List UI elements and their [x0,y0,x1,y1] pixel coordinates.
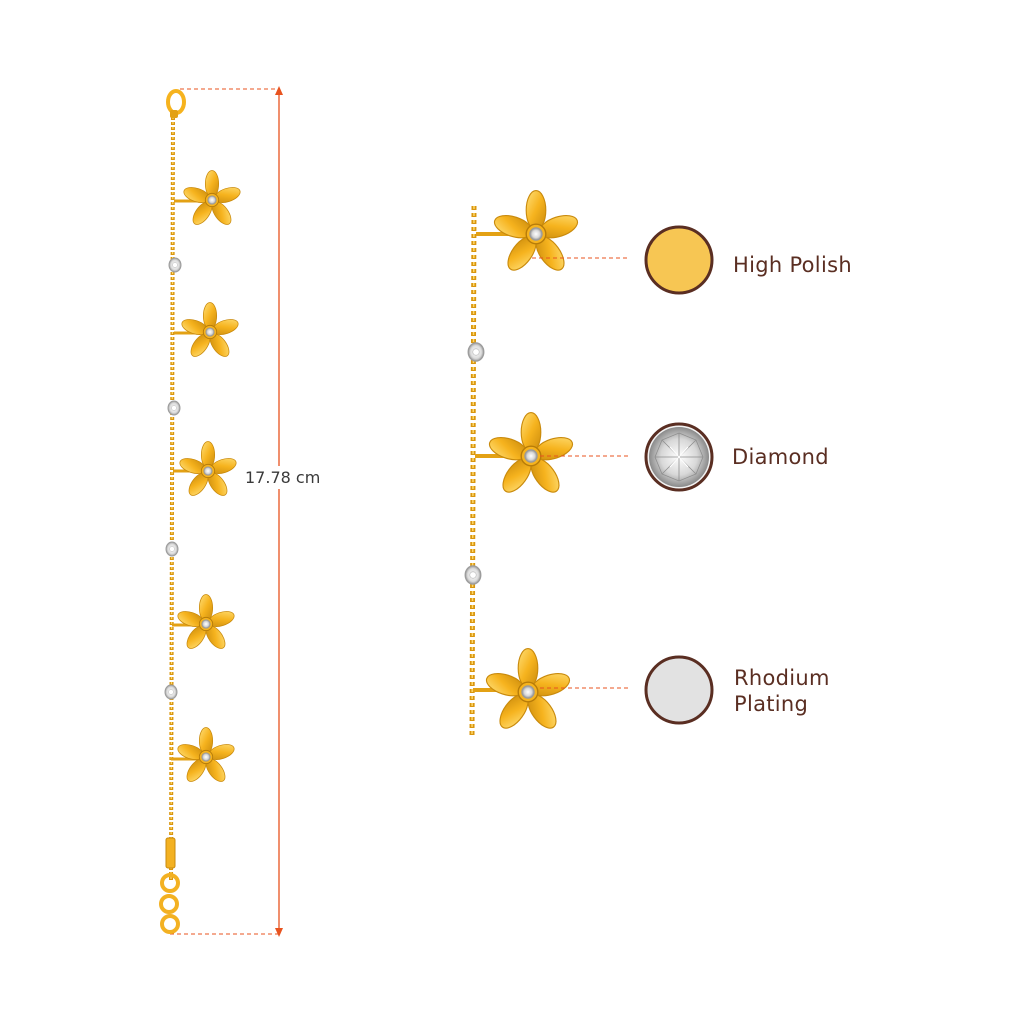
diamond-swatch-icon [644,422,714,492]
flower-charm [179,302,241,361]
gold-swatch-icon [644,225,714,295]
flower-charm [175,727,237,786]
flower-charm [181,170,243,229]
feature-label-rhodium: Rhodium Plating [734,666,830,716]
bezel-stone [167,400,181,416]
bezel-stone [164,684,178,700]
lobster-clasp [166,89,186,118]
measurement-guides [170,86,283,937]
full-bracelet [159,89,243,934]
end-tag [165,837,176,869]
bezel-stone [168,257,182,273]
feature-label-high-polish: High Polish [733,253,852,277]
bezel-stone [165,541,179,557]
zoomed-bracelet [464,189,582,739]
flower-charm-zoom [482,647,574,734]
flower-charm-zoom [485,411,577,498]
rhodium-swatch-icon [644,655,714,725]
bracelet-length-label: 17.78 cm [243,466,323,489]
callout-lines [532,257,628,689]
bezel-stone-zoom [467,342,485,362]
dimension-arrow-bottom [275,928,283,937]
bezel-stone-zoom [464,565,482,585]
dimension-arrow-top [275,86,283,95]
feature-label-diamond: Diamond [732,445,829,469]
flower-charm-zoom [490,189,582,276]
flower-charm [177,441,239,500]
flower-charm [175,594,237,653]
end-rings [159,873,180,934]
